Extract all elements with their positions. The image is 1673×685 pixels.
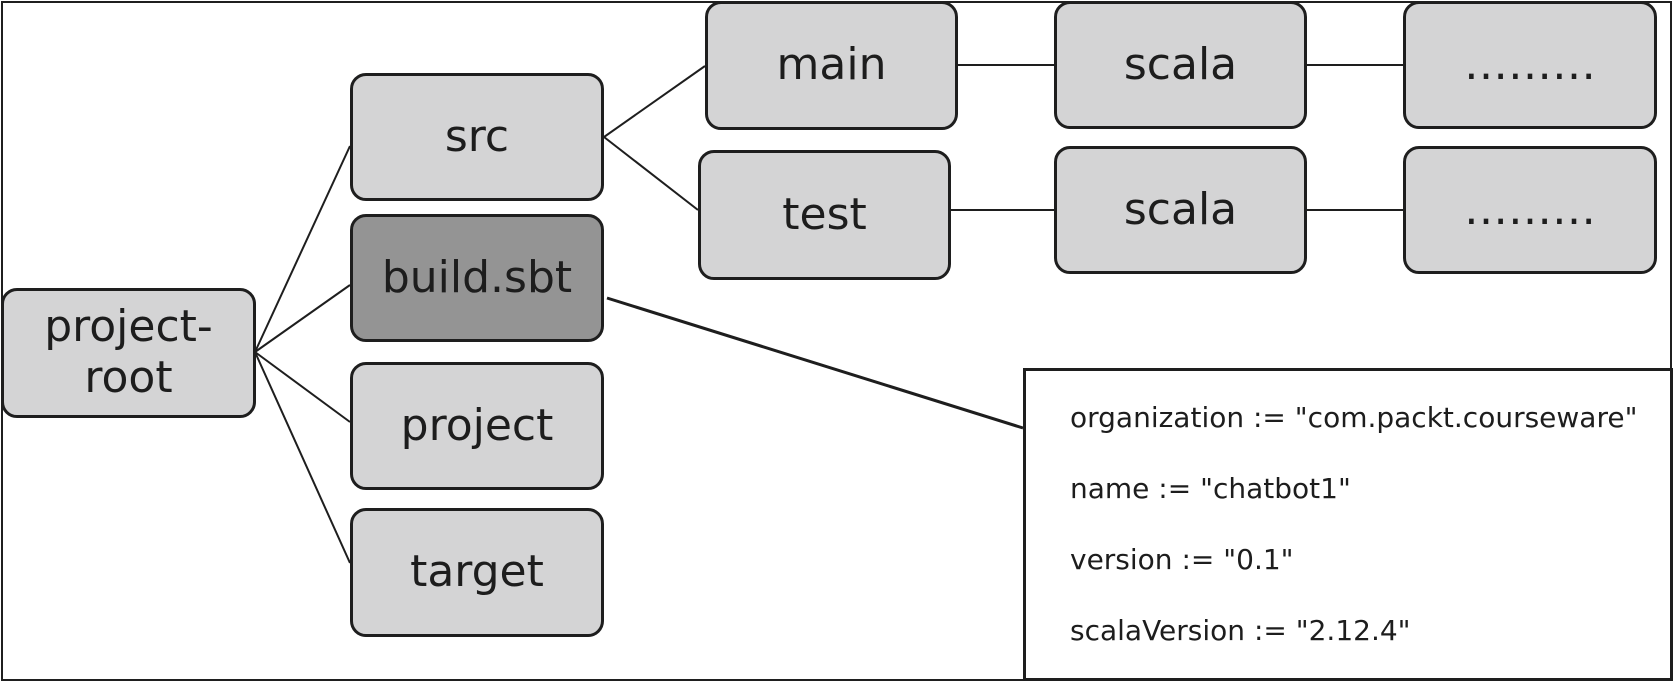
- node-project-root: project- root: [1, 288, 256, 418]
- node-src: src: [350, 73, 604, 201]
- node-test-scala-label: scala: [1123, 183, 1238, 235]
- node-main-scala-more: ………: [1403, 1, 1657, 129]
- node-project-root-line2: root: [84, 352, 173, 403]
- build-sbt-line-version: version := "0.1": [1070, 543, 1294, 576]
- node-main-scala-label: scala: [1123, 38, 1238, 90]
- node-project-label: project: [400, 399, 554, 451]
- build-sbt-line-scala-version: scalaVersion := "2.12.4": [1070, 614, 1411, 647]
- node-main-scala-more-label: ………: [1464, 38, 1596, 90]
- node-test-label: test: [782, 188, 867, 240]
- node-test-scala: scala: [1054, 146, 1307, 274]
- node-build-sbt-label: build.sbt: [381, 251, 573, 303]
- node-project-root-line1: project-: [44, 301, 213, 353]
- build-sbt-line-organization: organization := "com.packt.courseware": [1070, 401, 1638, 434]
- node-test-scala-more-label: ………: [1464, 183, 1596, 235]
- node-main-label: main: [776, 39, 887, 91]
- build-sbt-contents: organization := "com.packt.courseware" n…: [1023, 368, 1673, 681]
- node-project: project: [350, 362, 604, 490]
- node-build-sbt: build.sbt: [350, 214, 604, 342]
- node-test-scala-more: ………: [1403, 146, 1657, 274]
- node-main: main: [705, 1, 958, 130]
- build-sbt-line-name: name := "chatbot1": [1070, 472, 1351, 505]
- node-test: test: [698, 150, 951, 280]
- node-target-label: target: [410, 546, 544, 598]
- node-main-scala: scala: [1054, 1, 1307, 129]
- node-src-label: src: [444, 110, 510, 162]
- node-target: target: [350, 508, 604, 637]
